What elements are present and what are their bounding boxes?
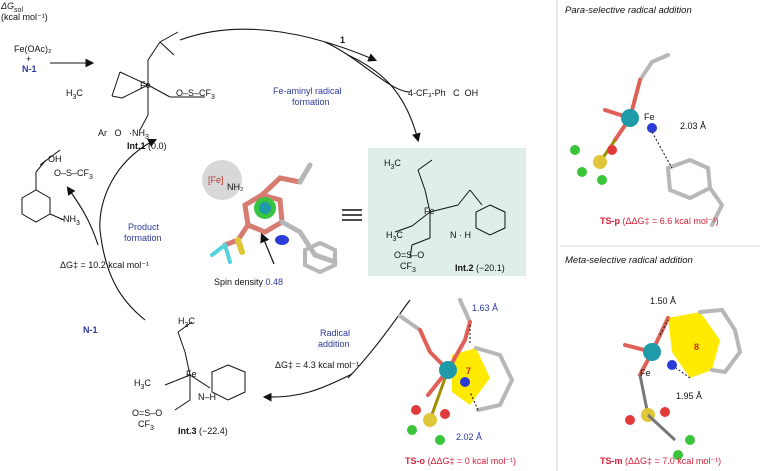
- ts-o-label: TS-o (ΔΔG‡ = 0 kcal mol⁻¹): [405, 456, 517, 466]
- reagent-fe-oac: Fe(OAc)₂: [14, 44, 52, 54]
- ts-m-model: [623, 307, 743, 460]
- int3-structure: [164, 321, 246, 411]
- int2-ch3-b: H3C: [386, 230, 403, 243]
- arrow-int1-to-aminyl: [179, 28, 378, 62]
- nh2-radical-label: NH₂: [227, 182, 244, 192]
- int2-otf: O=S–O: [394, 250, 425, 260]
- energy-unit: (kcal mol⁻¹): [1, 12, 48, 22]
- ts-o-model: [398, 298, 515, 445]
- product-acid: 4-CF₃-Ph C OH: [408, 88, 479, 98]
- ts-m-distance-2: 1.95 Å: [676, 391, 703, 401]
- ts-m-fe: Fe: [640, 368, 651, 378]
- reagent-plus: +: [26, 54, 32, 64]
- int3-ch3: H3C: [178, 316, 195, 329]
- arrow-substrate-branch: [324, 41, 411, 93]
- int2-box: [368, 148, 526, 276]
- int2-ch3: H3C: [384, 158, 401, 171]
- cycle-arrows: [50, 28, 421, 402]
- int3-nh: N–H: [198, 392, 217, 402]
- aniline-product-structure: [21, 149, 65, 223]
- arrow-to-int3: [262, 373, 353, 402]
- int1-structure: [111, 31, 205, 131]
- arrow-int2-down: [347, 299, 411, 379]
- aniline-nh3: ·NH3: [60, 214, 80, 227]
- n1-label: N-1: [83, 325, 98, 335]
- aniline-otf: O–S–CF3: [54, 168, 93, 181]
- int3-otf: O=S–O: [132, 408, 163, 418]
- aniline-oh: OH: [48, 154, 62, 164]
- ts-o-distance-1: 1.63 Å: [472, 303, 499, 313]
- step-radical-2: addition: [318, 339, 350, 349]
- int3-label: Int.3 (−22.4): [178, 426, 228, 436]
- int2-cf3: CF3: [400, 261, 416, 274]
- ts-p-fe: Fe: [644, 112, 655, 122]
- int2-label: Int.2 (−20.1): [455, 263, 505, 273]
- ts-m-ring-size: 8: [694, 342, 700, 352]
- ts-o-distance-2: 2.02 Å: [456, 432, 483, 442]
- fe-radical-label: [Fe]: [208, 175, 224, 185]
- meta-panel-title: Meta-selective radical addition: [565, 255, 693, 266]
- int1-ar: Ar O ·NH3: [98, 128, 149, 141]
- step-fe-aminyl-1: Fe-aminyl radical: [273, 86, 342, 96]
- int1-otf: O–S–CF3: [176, 88, 215, 101]
- reagent-n1: N-1: [22, 64, 37, 74]
- step-radical-1: Radical: [320, 328, 351, 338]
- int3-cf3: CF3: [138, 419, 154, 432]
- step-product-1: Product: [128, 222, 160, 232]
- int3-fe: Fe: [186, 369, 197, 379]
- ts-p-model: [570, 53, 725, 227]
- arrow-to-aniline: [66, 186, 99, 246]
- int1-fe: Fe: [140, 80, 151, 90]
- ts-p-label: TS-p (ΔΔG‡ = 6.6 kcal mol⁻¹): [600, 216, 719, 226]
- int1-label: Int.1 (0.0): [127, 141, 167, 151]
- ts-m-distance-1: 1.50 Å: [650, 296, 677, 306]
- step-product-2: formation: [124, 233, 162, 243]
- dg-radical-addition: ΔG‡ = 4.3 kcal mol⁻¹: [275, 360, 360, 370]
- ts-m-label: TS-m (ΔΔG‡ = 7.0 kcal mol⁻¹): [600, 456, 722, 466]
- int2-fe: Fe: [424, 206, 435, 216]
- substrate-label: 1: [340, 35, 346, 45]
- equivalence-sign: [342, 209, 362, 221]
- spin-density-model: [202, 160, 338, 275]
- ts-o-ring-size: 7: [466, 366, 472, 376]
- int2-nh: N · H: [450, 230, 471, 240]
- ts-p-distance: 2.03 Å: [680, 121, 707, 131]
- int3-ch3-b: H3C: [134, 378, 151, 391]
- energy-axis-label: ΔGsol: [1, 1, 23, 14]
- int2-structure: [394, 159, 506, 259]
- arrow-int3-to-product: [99, 139, 157, 321]
- spin-density-label: Spin density 0.48: [214, 277, 284, 287]
- step-fe-aminyl-2: formation: [292, 97, 330, 107]
- dg-product-formation: ΔG‡ = 10.2 kcal mol⁻¹: [60, 260, 150, 270]
- para-panel-title: Para-selective radical addition: [565, 5, 692, 16]
- int1-ch3: H3C: [66, 88, 83, 101]
